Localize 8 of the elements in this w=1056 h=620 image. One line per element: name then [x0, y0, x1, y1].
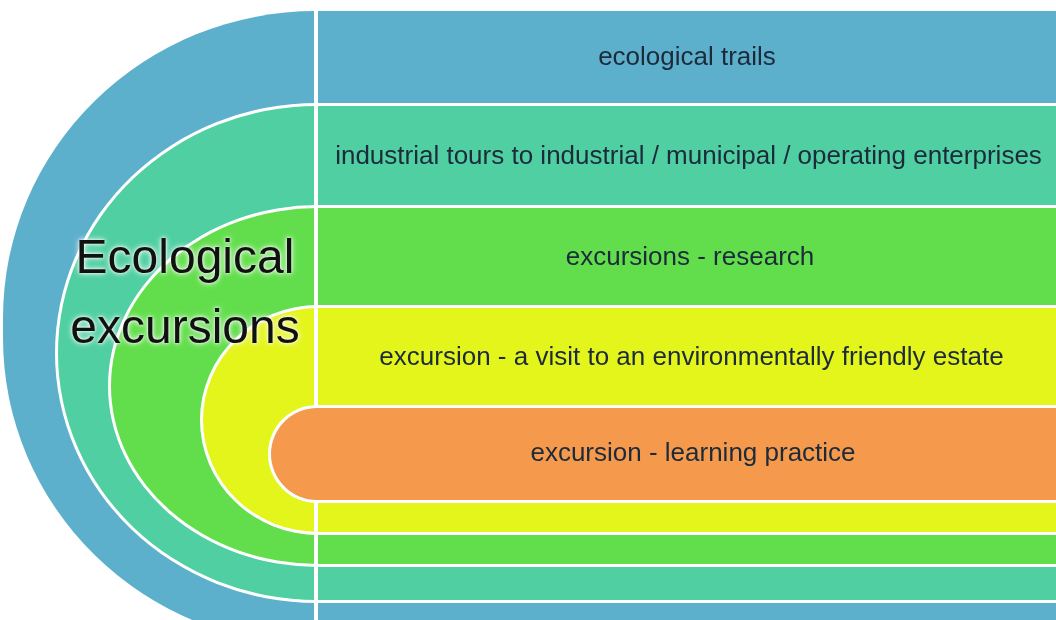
band-label: excursion - a visit to an environmentally friendly estate	[378, 339, 1005, 373]
band-label: ecological trails	[597, 40, 777, 74]
stadium-band	[268, 405, 1056, 503]
band-label: excursion - learning practice	[529, 435, 857, 469]
band-label: industrial tours to industrial / municipal / operating enterprises	[334, 138, 1043, 172]
stadium-band	[55, 103, 1056, 603]
band-label: excursions - research	[564, 239, 816, 273]
stadium-band	[0, 8, 1056, 620]
